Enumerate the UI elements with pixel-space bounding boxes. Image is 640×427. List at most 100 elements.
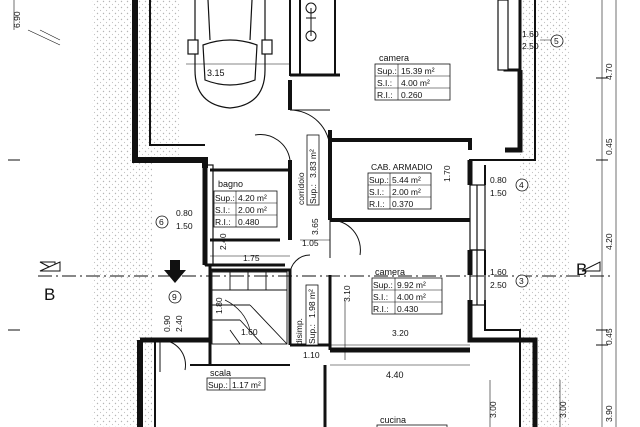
svg-text:S.I.:: S.I.:: [377, 78, 392, 88]
dim-310: 3.10: [342, 285, 352, 302]
dim-right-045a: 0.45: [604, 138, 614, 155]
dim-365: 3.65: [310, 218, 320, 235]
svg-text:4.00 m²: 4.00 m²: [397, 292, 426, 302]
car-icon: [187, 0, 273, 109]
staircase: [211, 271, 288, 345]
svg-text:5.44 m²: 5.44 m²: [392, 175, 421, 185]
dim-180: 1.80: [214, 297, 224, 314]
svg-text:4.00 m²: 4.00 m²: [401, 78, 430, 88]
svg-text:0.430: 0.430: [397, 304, 419, 314]
room-name: CAB. ARMADIO: [371, 162, 433, 172]
dim-300a: 3.00: [488, 401, 498, 418]
dim-right-045b: 0.45: [604, 328, 614, 345]
room-table-cucina: cucina: [376, 415, 448, 427]
section-line: B B: [38, 260, 610, 304]
windows: [204, 0, 509, 306]
dim-w4-a: 0.80: [490, 175, 507, 185]
dim-w9-b: 2.40: [174, 315, 184, 332]
dim-left-top: 6.90: [12, 11, 22, 28]
marker-4: [515, 178, 529, 192]
dim-w3-b: 2.50: [490, 280, 507, 290]
svg-text:Sup.:: Sup.:: [215, 193, 235, 203]
room-name: cucina: [380, 415, 406, 425]
svg-text:4.20 m²: 4.20 m²: [238, 193, 267, 203]
room-name: disimp.: [294, 318, 304, 345]
scale-ticks: [8, 77, 608, 346]
svg-text:R.I.:: R.I.:: [369, 199, 385, 209]
svg-text:Sup.:: Sup.:: [308, 184, 318, 204]
room-table-camera-1: camera Sup.: 15.39 m² S.I.: 4.00 m² R.I.…: [374, 53, 451, 101]
svg-text:1.17 m²: 1.17 m²: [232, 380, 261, 390]
exterior-hatch-garage-left: [150, 0, 180, 160]
door-swings: [159, 109, 361, 372]
room-name: bagno: [218, 179, 243, 189]
room-table-camera-2: camera Sup.: 9.92 m² S.I.: 4.00 m² R.I.:…: [371, 267, 443, 315]
marker-9: [168, 290, 182, 304]
svg-text:0.370: 0.370: [392, 199, 414, 209]
dim-175: 1.75: [243, 253, 260, 263]
walls: [132, 0, 538, 427]
entrance-arrow-icon: [164, 260, 186, 283]
marker-6: [155, 215, 169, 229]
dim-w6-b: 1.50: [176, 221, 193, 231]
svg-text:2.00 m²: 2.00 m²: [392, 187, 421, 197]
room-name: scala: [210, 368, 231, 378]
dim-110: 1.10: [303, 350, 320, 360]
svg-text:Sup.:: Sup.:: [373, 280, 393, 290]
bicycle-icon: [305, 2, 317, 42]
dim-240: 2.40: [218, 233, 228, 250]
svg-text:R.I.:: R.I.:: [377, 90, 393, 100]
svg-text:Sup.:: Sup.:: [369, 175, 389, 185]
room-name: corridoio: [296, 172, 306, 205]
dim-w4-b: 1.50: [490, 188, 507, 198]
room-name: camera: [375, 267, 405, 277]
svg-text:0.260: 0.260: [401, 90, 423, 100]
room-name: camera: [379, 53, 409, 63]
dim-w1-a: 1.60: [522, 29, 539, 39]
dim-right-470: 4.70: [604, 63, 614, 80]
svg-text:15.39 m²: 15.39 m²: [401, 66, 435, 76]
room-table-cab-armadio: CAB. ARMADIO Sup.: 5.44 m² S.I.: 2.00 m²…: [367, 162, 433, 210]
svg-text:1.98 m²: 1.98 m²: [307, 289, 317, 318]
marker-6-label: 6: [159, 217, 164, 227]
svg-text:Sup.:: Sup.:: [377, 66, 397, 76]
marker-9-label: 9: [172, 292, 177, 302]
dimension-labels: 6.90 3.15 4.70 0.45 4.20 0.45 3.90 1.60 …: [12, 11, 614, 422]
dim-440: 4.40: [386, 370, 404, 380]
svg-text:R.I.:: R.I.:: [215, 217, 231, 227]
svg-text:3.83 m²: 3.83 m²: [308, 149, 318, 178]
marker-3: [515, 274, 529, 288]
dim-right-390: 3.90: [604, 405, 614, 422]
svg-text:0.480: 0.480: [238, 217, 260, 227]
dim-w6-a: 0.80: [176, 208, 193, 218]
dim-w1-b: 2.50: [522, 41, 539, 51]
svg-text:2.00 m²: 2.00 m²: [238, 205, 267, 215]
dim-right-420: 4.20: [604, 233, 614, 250]
room-table-disimp: disimp. Sup.: 1.98 m²: [294, 284, 319, 346]
svg-text:Sup.:: Sup.:: [307, 324, 317, 344]
exterior-hatch-right: [520, 0, 570, 427]
dim-w9-a: 0.90: [162, 315, 172, 332]
dim-300b: 3.00: [558, 401, 568, 418]
svg-text:S.I.:: S.I.:: [215, 205, 230, 215]
dim-160: 1.60: [241, 327, 258, 337]
dim-105: 1.05: [302, 238, 319, 248]
svg-text:S.I.:: S.I.:: [369, 187, 384, 197]
svg-text:9.92 m²: 9.92 m²: [397, 280, 426, 290]
room-table-bagno: bagno Sup.: 4.20 m² S.I.: 2.00 m² R.I.: …: [213, 179, 278, 228]
room-table-scala: scala Sup.: 1.17 m²: [206, 368, 266, 391]
marker-5: [550, 34, 564, 48]
marker-4-label: 4: [519, 180, 524, 190]
marker-3-label: 3: [519, 276, 524, 286]
dim-170: 1.70: [442, 165, 452, 182]
marker-5-label: 5: [554, 36, 559, 46]
svg-text:Sup.:: Sup.:: [208, 380, 228, 390]
dim-w3-a: 1.60: [490, 267, 507, 277]
dim-garage-width: 3.15: [207, 68, 225, 78]
dimension-lines: [13, 0, 617, 427]
window-marker-labels: 5 4 3 6 9: [159, 36, 559, 302]
section-label-left: B: [44, 285, 55, 304]
section-label-right: B: [576, 260, 587, 279]
dim-320: 3.20: [392, 328, 409, 338]
